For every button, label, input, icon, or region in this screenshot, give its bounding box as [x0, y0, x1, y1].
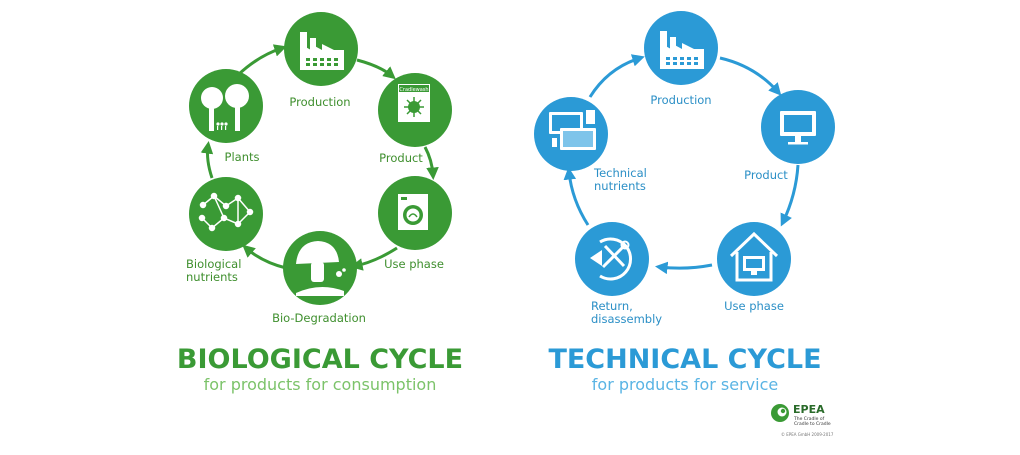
technical-cycle: Production Product Use phase: [534, 11, 835, 394]
bio-arrow-use-degradation: [350, 246, 398, 271]
bio-label-use-phase: Use phase: [384, 257, 444, 271]
trees-icon: [201, 84, 249, 131]
washing-powder-box-icon: Cradlewash: [398, 84, 430, 122]
bio-arrow-plants-production: [236, 44, 287, 77]
tech-node-return: Return, disassembly: [575, 222, 662, 326]
bio-arrow-degradation-nutrients: [242, 244, 287, 270]
tech-node-nutrients: Technical nutrients: [534, 97, 647, 193]
tech-node-production: Production: [644, 11, 718, 107]
bio-node-product: Cradlewash Product: [378, 73, 452, 165]
product-badge-text: Cradlewash: [399, 87, 428, 93]
bio-label-production: Production: [289, 95, 350, 109]
factory-icon: [660, 31, 704, 69]
epea-logo-tag-line2: Cradle to Cradle: [794, 421, 831, 427]
bio-node-plants: Plants: [189, 69, 263, 164]
bio-subtitle: for products for consumption: [204, 375, 437, 394]
tech-label-use-phase: Use phase: [724, 299, 784, 313]
tech-subtitle: for products for service: [592, 375, 778, 394]
bio-label-product: Product: [379, 151, 423, 165]
tech-label-nutrients-line1: Technical: [593, 166, 647, 180]
washing-machine-icon: [398, 194, 428, 230]
tech-label-production: Production: [650, 93, 711, 107]
molecule-icon: [198, 192, 254, 232]
house-monitor-icon: [729, 231, 779, 282]
tech-arrow-use-return: [654, 261, 713, 275]
bio-arrow-product-use: [423, 146, 439, 181]
monitor-icon: [780, 111, 816, 145]
bio-arrow-production-product: [356, 58, 396, 80]
tech-label-nutrients-line2: nutrients: [594, 179, 646, 193]
tech-label-return-line1: Return,: [591, 299, 633, 313]
bio-label-nutrients-line2: nutrients: [186, 270, 238, 284]
epea-copyright: © EPEA GmbH 2009-2017: [781, 432, 834, 437]
bio-label-nutrients-line1: Biological: [186, 257, 241, 271]
tech-node-product: Product: [744, 90, 835, 182]
tech-arrow-product-use: [780, 164, 800, 227]
mushroom-icon: [296, 241, 346, 296]
tech-arrow-production-product: [719, 56, 782, 96]
epea-logo-tag-line1: The Cradle of: [793, 416, 825, 422]
factory-icon: [300, 32, 344, 70]
biological-cycle: Production Cradlewash Product: [177, 12, 463, 394]
bio-arrow-nutrients-plants: [200, 141, 214, 179]
tech-title: TECHNICAL CYCLE: [548, 344, 821, 375]
bio-node-degradation: Bio-Degradation: [272, 231, 366, 325]
tech-arrow-nutrients-production: [588, 54, 645, 98]
tools-return-icon: [590, 237, 632, 281]
tech-label-return-line2: disassembly: [591, 312, 662, 326]
bio-title: BIOLOGICAL CYCLE: [177, 344, 463, 375]
tech-arrow-return-nutrients: [563, 166, 590, 226]
bio-label-degradation: Bio-Degradation: [272, 311, 366, 325]
bio-label-plants: Plants: [225, 150, 260, 164]
tech-label-product: Product: [744, 168, 788, 182]
tech-node-use-phase: Use phase: [717, 222, 791, 313]
components-icon: [549, 110, 596, 150]
bio-node-production: Production: [284, 12, 358, 109]
bio-node-nutrients: Biological nutrients: [186, 177, 263, 284]
bio-node-use-phase: Use phase: [378, 176, 452, 271]
epea-logo: EPEA The Cradle of Cradle to Cradle © EP…: [771, 403, 834, 437]
epea-logo-name: EPEA: [793, 403, 825, 416]
